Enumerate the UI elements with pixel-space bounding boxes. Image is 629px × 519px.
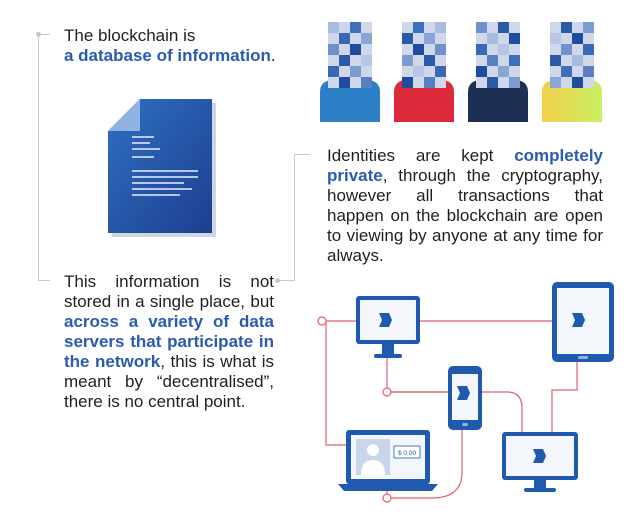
tablet-icon	[552, 282, 614, 362]
document-icon	[108, 99, 216, 237]
avatar-red-icon	[394, 22, 454, 122]
text-block-database: The blockchain is a database of informat…	[64, 26, 284, 66]
network-device-icons: $ 0.00	[317, 282, 614, 503]
connector-tick-bottom	[38, 280, 50, 281]
laptop-icon: $ 0.00	[338, 430, 438, 491]
database-highlight: a database of information	[64, 46, 271, 65]
decentralised-highlight: across a variety of data servers that pa…	[64, 312, 274, 371]
desktop-monitor-right-icon	[502, 432, 578, 492]
avatar-yellow-icon	[542, 22, 602, 122]
pixelated-avatar-icons	[316, 22, 616, 122]
text-block-decentralised: This information is not stored in a sing…	[64, 272, 274, 412]
database-text-line1: The blockchain is	[64, 26, 196, 45]
text-block-identities: Identities are kept completely private, …	[327, 146, 603, 266]
avatar-navy-icon	[468, 22, 528, 122]
smartphone-icon	[448, 366, 482, 430]
decentralised-text-pre: This information is not stored in a sing…	[64, 272, 274, 311]
connector-dot-mid	[275, 278, 280, 283]
identities-highlight: completely private	[327, 146, 603, 185]
database-text-tail: .	[270, 46, 276, 65]
laptop-badge: $ 0.00	[398, 450, 416, 457]
identities-text-pre: Identities are kept	[327, 146, 515, 165]
decentralised-text-post: , this is what is meant by “decentralise…	[64, 352, 274, 411]
connector-tick-top	[38, 34, 50, 35]
connector-line-middle	[294, 154, 295, 280]
connector-tick-mid-bottom	[279, 280, 295, 281]
connector-line-left	[38, 34, 39, 280]
desktop-monitor-icon	[356, 296, 420, 358]
avatar-blue-icon	[320, 22, 380, 122]
identities-text-post: , through the cryptography, however all …	[327, 166, 603, 265]
network-nodes	[317, 316, 392, 503]
connector-tick-mid-top	[294, 154, 310, 155]
